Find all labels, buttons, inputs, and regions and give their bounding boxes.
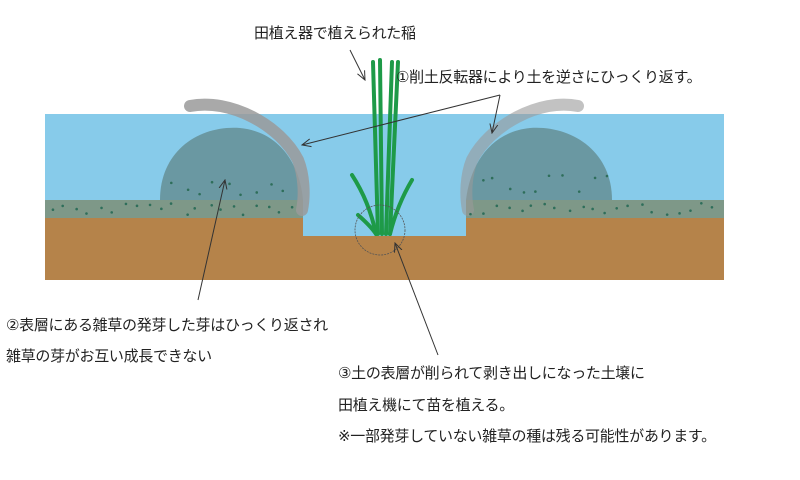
- weed-seed: [568, 209, 572, 213]
- weed-seed: [219, 208, 222, 211]
- weed-seed: [522, 191, 526, 194]
- arrow-step1-left: [302, 94, 501, 145]
- weed-seed: [710, 205, 714, 209]
- weed-seed: [75, 207, 78, 211]
- weed-seed: [689, 209, 692, 212]
- weed-seed: [605, 174, 609, 178]
- weed-seed: [228, 182, 231, 186]
- weed-seed: [700, 201, 703, 205]
- weed-seed: [210, 203, 214, 207]
- weed-seed: [577, 190, 581, 193]
- weed-seed: [482, 178, 485, 182]
- label-step2-line2: 雑草の芽がお互い成長できない: [6, 347, 212, 365]
- focus-circle: [354, 204, 406, 256]
- weed-layer-right: [466, 200, 724, 218]
- weed-seed: [100, 206, 103, 210]
- weed-seed: [255, 204, 258, 208]
- weed-seed: [593, 176, 597, 180]
- weed-seed: [678, 212, 681, 215]
- weed-seed: [561, 174, 564, 177]
- weed-seed: [552, 206, 556, 210]
- weed-seeds: [51, 174, 714, 217]
- plow-blade-right: [460, 98, 584, 216]
- weed-seed: [277, 210, 281, 214]
- weed-seed: [186, 213, 189, 216]
- weed-seed: [135, 204, 139, 208]
- arrow-step3: [395, 243, 439, 356]
- weed-seed: [469, 212, 472, 216]
- weed-seed: [198, 192, 201, 196]
- weed-seed: [482, 212, 485, 215]
- label-step3-line1: ③土の表層が削られて剥き出しになった土壌に: [338, 364, 645, 382]
- weed-seed: [169, 202, 173, 205]
- weed-seed: [591, 207, 594, 211]
- weed-seed: [665, 213, 669, 216]
- weed-seed: [232, 205, 236, 208]
- weed-seed: [650, 210, 653, 214]
- label-step1: ①削土反転器により土を逆さにひっくり返す。: [396, 68, 702, 86]
- weed-seed: [490, 176, 494, 180]
- weed-seed: [267, 205, 271, 209]
- arrow-rice: [349, 49, 365, 80]
- weed-seed: [521, 209, 524, 213]
- weed-seed: [534, 190, 537, 193]
- weed-seed: [603, 211, 606, 215]
- weed-seed: [508, 206, 511, 210]
- weed-seed: [148, 203, 152, 207]
- arrow-step1-right: [492, 94, 501, 133]
- weed-seed: [124, 202, 128, 206]
- weed-seed: [547, 174, 551, 178]
- weed-seed: [529, 204, 533, 207]
- weed-seed: [160, 207, 163, 211]
- inverted-soil-mound-left: [160, 127, 303, 200]
- weed-seed: [290, 205, 294, 209]
- label-step3-line2: 田植え機にて苗を植える。: [338, 396, 514, 414]
- inverted-soil-mound-right: [466, 127, 612, 200]
- weed-seed: [626, 204, 629, 208]
- soil-layer: [45, 218, 724, 280]
- weed-seed: [169, 181, 173, 185]
- weed-seed: [582, 205, 586, 209]
- weed-seed: [495, 204, 499, 208]
- plow-blade-left: [184, 98, 310, 216]
- arrow-step2: [197, 180, 225, 301]
- weed-seed: [61, 204, 64, 208]
- weed-seed: [543, 202, 547, 206]
- weed-seed: [193, 207, 197, 210]
- weed-seed: [186, 188, 190, 192]
- weed-seed: [110, 211, 114, 214]
- weed-seed: [641, 203, 644, 206]
- weed-seed: [239, 193, 242, 197]
- weed-seed: [615, 206, 619, 210]
- weed-seed: [85, 212, 88, 215]
- weed-seed: [508, 187, 512, 191]
- weed-seed: [241, 213, 245, 217]
- weed-layer-left: [45, 200, 303, 218]
- weed-seed: [281, 189, 285, 193]
- weed-seed: [255, 191, 259, 194]
- label-rice: 田植え器で植えられた稲: [254, 24, 416, 42]
- weed-seed: [51, 208, 55, 212]
- weed-seed: [210, 180, 214, 184]
- label-note: ※一部発芽していない雑草の種は残る可能性があります。: [338, 427, 716, 445]
- weed-seed: [270, 183, 273, 186]
- label-step2-line1: ②表層にある雑草の発芽した芽はひっくり返され: [6, 316, 328, 334]
